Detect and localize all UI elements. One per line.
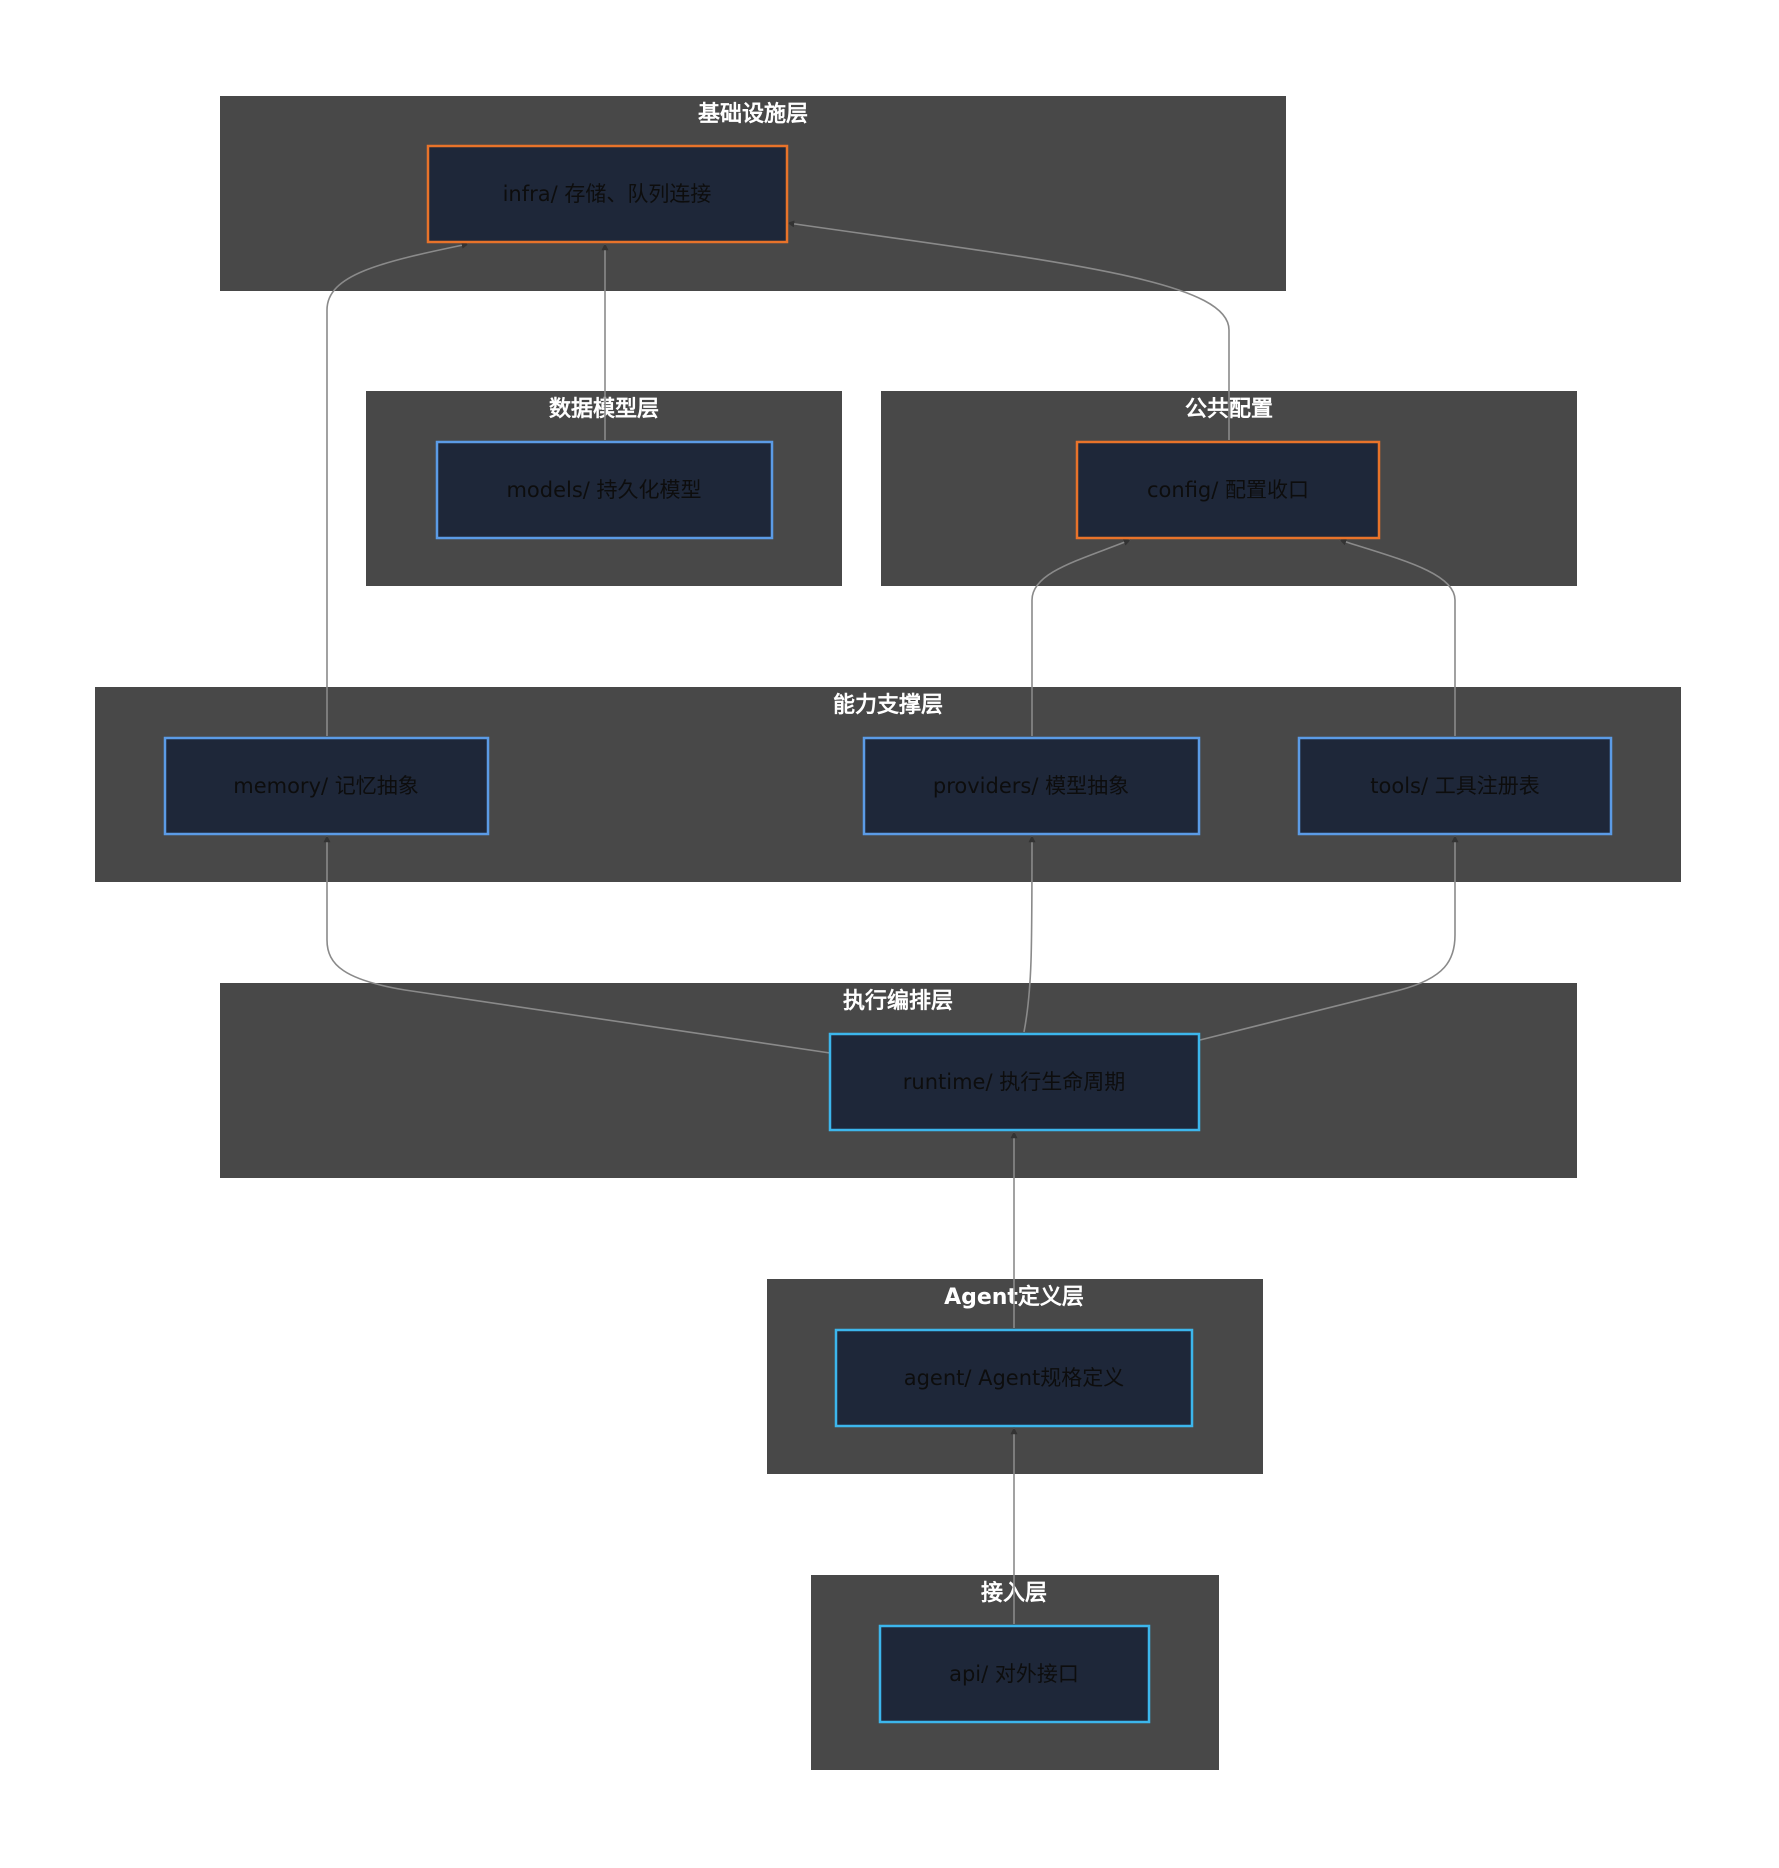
node-tools[interactable]: tools/ 工具注册表 xyxy=(1297,736,1613,836)
node-agent[interactable]: agent/ Agent规格定义 xyxy=(834,1328,1194,1428)
node-agent-box[interactable] xyxy=(834,1328,1194,1428)
node-runtime-box[interactable] xyxy=(828,1032,1201,1132)
cluster-infra-layer-title: 基础设施层 xyxy=(698,101,808,127)
node-memory[interactable]: memory/ 记忆抽象 xyxy=(163,736,490,836)
node-infra-box[interactable] xyxy=(426,144,789,244)
node-config-label: config/ 配置收口 xyxy=(1147,478,1309,502)
node-runtime[interactable]: runtime/ 执行生命周期 xyxy=(828,1032,1201,1132)
edge-providers-to-config xyxy=(1031,539,1131,736)
cluster-runtime-layer-title: 执行编排层 xyxy=(843,988,953,1014)
edges xyxy=(323,220,1459,1624)
edge-runtime-to-tools xyxy=(1199,835,1459,1041)
edge-runtime-to-memory xyxy=(323,835,831,1054)
node-infra[interactable]: infra/ 存储、队列连接 xyxy=(426,144,789,244)
node-api[interactable]: api/ 对外接口 xyxy=(878,1624,1151,1724)
node-providers[interactable]: providers/ 模型抽象 xyxy=(862,736,1201,836)
node-models-label: models/ 持久化模型 xyxy=(506,478,701,502)
node-api-label: api/ 对外接口 xyxy=(949,1662,1079,1686)
edge-runtime-to-providers xyxy=(1023,835,1036,1033)
edge-memory-to-infra xyxy=(326,241,469,736)
node-infra-label: infra/ 存储、队列连接 xyxy=(503,182,712,206)
cluster-model-layer-title: 数据模型层 xyxy=(549,396,659,422)
node-providers-label: providers/ 模型抽象 xyxy=(933,774,1129,798)
node-agent-label: agent/ Agent规格定义 xyxy=(904,1366,1125,1390)
node-tools-box[interactable] xyxy=(1297,736,1613,836)
cluster-capability-layer-title: 能力支撑层 xyxy=(833,692,943,718)
node-models[interactable]: models/ 持久化模型 xyxy=(435,440,774,540)
node-memory-label: memory/ 记忆抽象 xyxy=(233,774,419,798)
node-providers-box[interactable] xyxy=(862,736,1201,836)
node-memory-box[interactable] xyxy=(163,736,490,836)
node-runtime-label: runtime/ 执行生命周期 xyxy=(903,1070,1125,1094)
node-tools-label: tools/ 工具注册表 xyxy=(1370,774,1539,798)
node-api-box[interactable] xyxy=(878,1624,1151,1724)
edge-tools-to-config xyxy=(1339,538,1456,736)
edge-config-to-infra xyxy=(787,220,1230,440)
node-models-box[interactable] xyxy=(435,440,774,540)
node-config-box[interactable] xyxy=(1075,440,1381,540)
node-config[interactable]: config/ 配置收口 xyxy=(1075,440,1381,540)
